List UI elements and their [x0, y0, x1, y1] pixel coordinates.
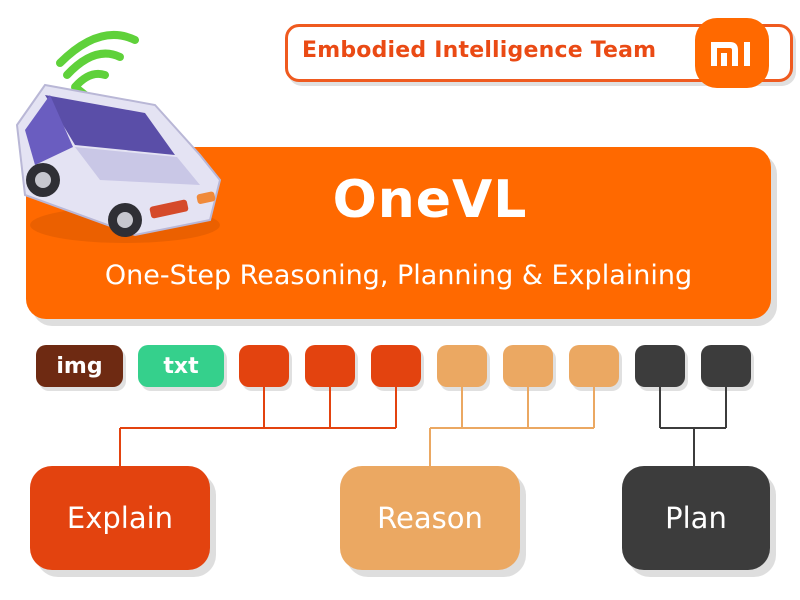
img-token: img [36, 345, 123, 387]
explain-token [305, 345, 355, 387]
explain-token [371, 345, 421, 387]
plan-token [701, 345, 751, 387]
explain-connector [119, 387, 397, 466]
autonomous-car-icon [15, 30, 222, 243]
plan-connector [659, 387, 727, 466]
reason-connector [429, 387, 595, 466]
plan-box: Plan [622, 466, 770, 570]
page-subtitle: One-Step Reasoning, Planning & Explainin… [104, 260, 693, 291]
mi-logo-icon [695, 18, 769, 88]
reason-token [437, 345, 487, 387]
reason-token [569, 345, 619, 387]
explain-token [239, 345, 289, 387]
reason-box: Reason [340, 466, 520, 570]
explain-box: Explain [30, 466, 210, 570]
team-label: Embodied Intelligence Team [302, 38, 657, 63]
txt-token: txt [138, 345, 224, 387]
plan-token [635, 345, 685, 387]
page-title: OneVL [332, 170, 528, 230]
reason-token [503, 345, 553, 387]
